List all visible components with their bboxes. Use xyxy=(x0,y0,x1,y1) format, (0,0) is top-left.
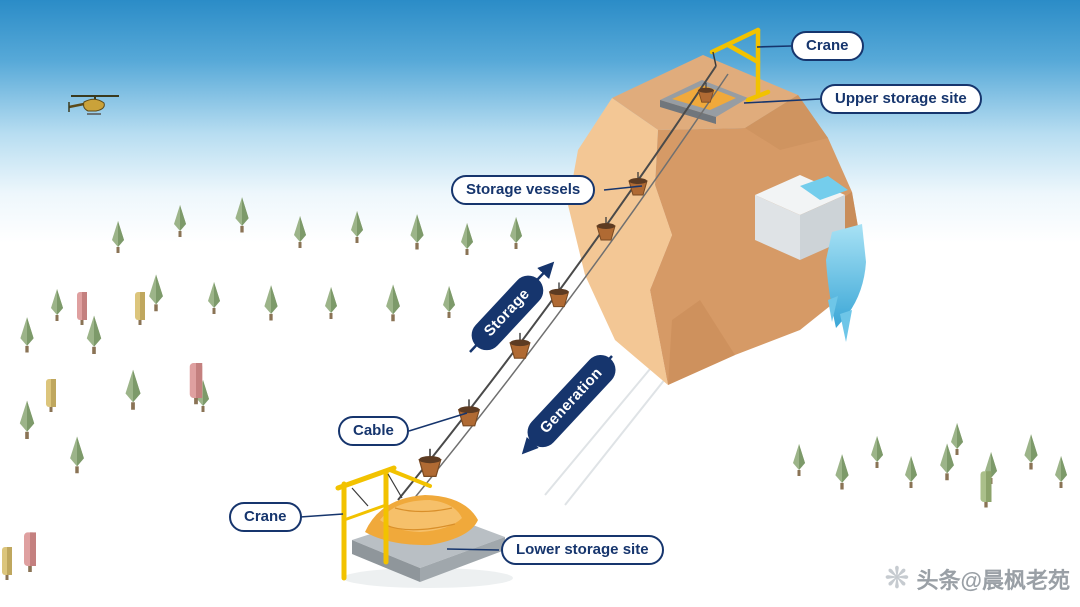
upper-crane-hook-line xyxy=(712,51,717,67)
label-upper-storage-site: Upper storage site xyxy=(820,84,982,115)
lower-crane xyxy=(335,465,432,581)
callout-leader-lines xyxy=(299,45,821,551)
label-storage-vessels: Storage vessels xyxy=(451,175,596,206)
watermark-text: 头条@晨枫老苑 xyxy=(916,568,1070,593)
label-crane-top: Crane xyxy=(791,31,864,62)
label-cable: Cable xyxy=(338,416,409,447)
lower-crane-rigging xyxy=(351,473,403,507)
lower-storage-platform xyxy=(352,495,505,582)
label-lower-storage-site: Lower storage site xyxy=(501,535,664,566)
upper-crane xyxy=(709,27,771,103)
watermark: ❋ 头条@晨枫老苑 xyxy=(884,563,1070,595)
snowflake-icon: ❋ xyxy=(884,562,910,595)
helicopter-icon xyxy=(68,95,119,115)
icefall xyxy=(826,224,866,342)
label-crane-bottom: Crane xyxy=(229,502,302,533)
